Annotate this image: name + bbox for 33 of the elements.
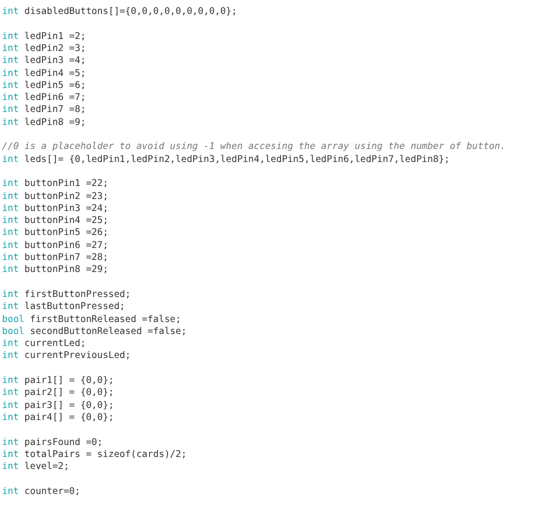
code-line: int ledPin8 =9; [2,116,86,129]
code-line: int buttonPin5 =26; [2,227,108,240]
code-line: int ledPin6 =7; [2,92,86,104]
code-line: int buttonPin4 =25; [2,215,108,228]
code-line: int level=2; [2,461,70,474]
code-line: int lastButtonPressed; [2,301,126,314]
code-line: int pairsFound =0; [2,436,103,448]
code-line: bool secondButtonReleased =false; [2,326,187,338]
code-line: int buttonPin3 =24; [2,202,108,215]
code-line: int ledPin2 =3; [2,42,86,55]
code-line: int pair3[] = {0,0}; [2,400,114,412]
code-line: int buttonPin8 =29; [2,264,108,276]
code-line: int pair1[] = {0,0}; [2,375,114,387]
code-line: int firstButtonPressed; [2,288,131,301]
code-line: int counter=0; [2,486,80,498]
code-line: int pair4[] = {0,0}; [2,412,114,424]
code-line: int ledPin5 =6; [2,80,86,92]
code-line: int buttonPin7 =28; [2,252,108,264]
code-line: int currentLed; [2,338,86,350]
code-line: int ledPin1 =2; [2,30,86,43]
code-line: //0 is a placeholder to avoid using -1 when accesing the array using the number of button. [2,141,506,154]
code-line: int totalPairs = sizeof(cards)/2; [2,448,187,461]
code-line: int ledPin4 =5; [2,68,86,80]
code-line: int currentPreviousLed; [2,350,131,362]
code-line: int ledPin7 =8; [2,104,86,116]
code-line: int leds[]= {0,ledPin1,ledPin2,ledPin3,ledPin4,ledPin5,ledPin6,ledPin7,ledPin8}; [2,154,450,166]
code-line: int pair2[] = {0,0}; [2,387,114,400]
code-line: bool firstButtonReleased =false; [2,314,182,326]
code-line: int ledPin3 =4; [2,55,86,68]
code-line: int buttonPin6 =27; [2,240,108,252]
code-line: int buttonPin1 =22; [2,178,108,190]
code-line: int buttonPin2 =23; [2,190,108,202]
code-line: int disabledButtons[]={0,0,0,0,0,0,0,0,0}; [2,6,238,18]
